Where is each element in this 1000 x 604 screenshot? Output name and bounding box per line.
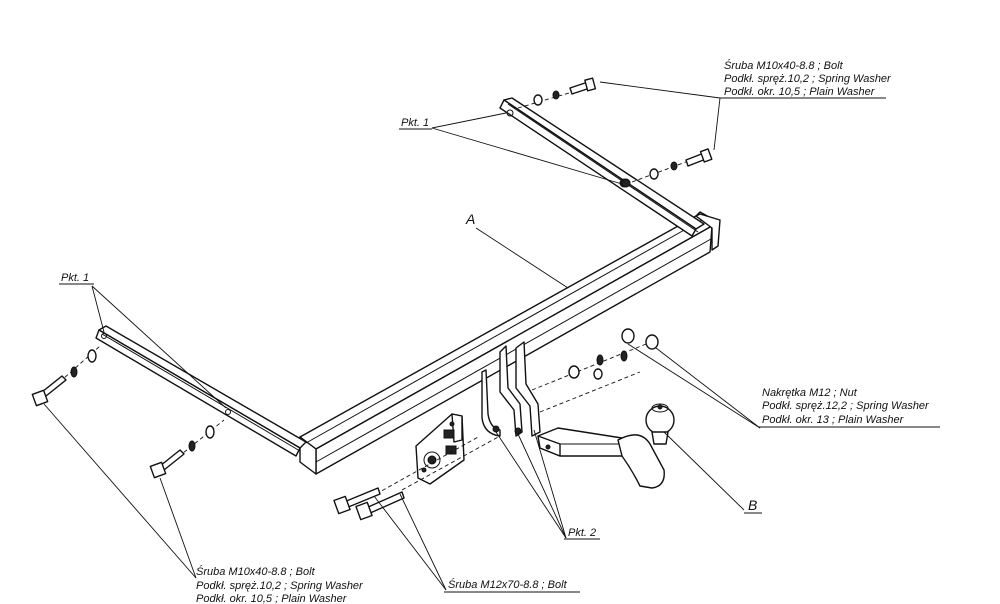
fasteners-left [31,345,225,479]
center-brackets [481,341,541,437]
callout-bottom-left-line-3: Podkł. okr. 10,5 ; Plain Washer [196,593,348,604]
right-side-arm [499,97,721,251]
callout-bottom-left: Śruba M10x40-8.8 ; Bolt Podkł. spręż.10,… [196,565,364,604]
left-side-arm [95,325,307,457]
pkt1-top-label: Pkt. 1 [401,117,429,129]
part-b-label: B [748,497,757,513]
callout-bottom-left-line-2: Podkł. spręż.10,2 ; Spring Washer [196,580,364,592]
callout-top-right: Śruba M10x40-8.8 ; Bolt Podkł. spręż.10,… [720,59,892,99]
socket-plate [415,413,465,485]
fasteners-top-right [517,77,713,188]
crossbar-a [299,211,719,475]
callout-nut-line-1: Nakrętka M12 ; Nut [762,387,858,399]
callout-nut-line-2: Podkł. spręż.12,2 ; Spring Washer [762,400,930,412]
leader-lines [43,81,761,591]
pkt2-label: Pkt. 2 [568,527,596,539]
callout-top-right-line-1: Śruba M10x40-8.8 ; Bolt [724,59,844,72]
callout-top-right-line-2: Podkł. spręż.10,2 ; Spring Washer [724,73,892,85]
pkt1-left-label: Pkt. 1 [61,272,89,284]
fasteners-m12-bolts [333,435,501,521]
labels: Pkt. 1 Pkt. 1 A B Pkt. 2 [59,117,762,540]
callout-nut: Nakrętka M12 ; Nut Podkł. spręż.12,2 ; S… [758,387,940,428]
callout-top-right-line-3: Podkł. okr. 10,5 ; Plain Washer [724,86,876,98]
part-a-label: A [465,211,475,227]
callout-nut-line-3: Podkł. okr. 13 ; Plain Washer [762,414,905,426]
callout-m12-bolt: Śruba M12x70-8.8 ; Bolt [444,578,580,593]
ball-neck-b [537,403,675,489]
fasteners-m12-nuts [531,328,659,413]
callout-m12-bolt-text: Śruba M12x70-8.8 ; Bolt [448,578,568,591]
callout-bottom-left-line-1: Śruba M10x40-8.8 ; Bolt [196,565,316,578]
